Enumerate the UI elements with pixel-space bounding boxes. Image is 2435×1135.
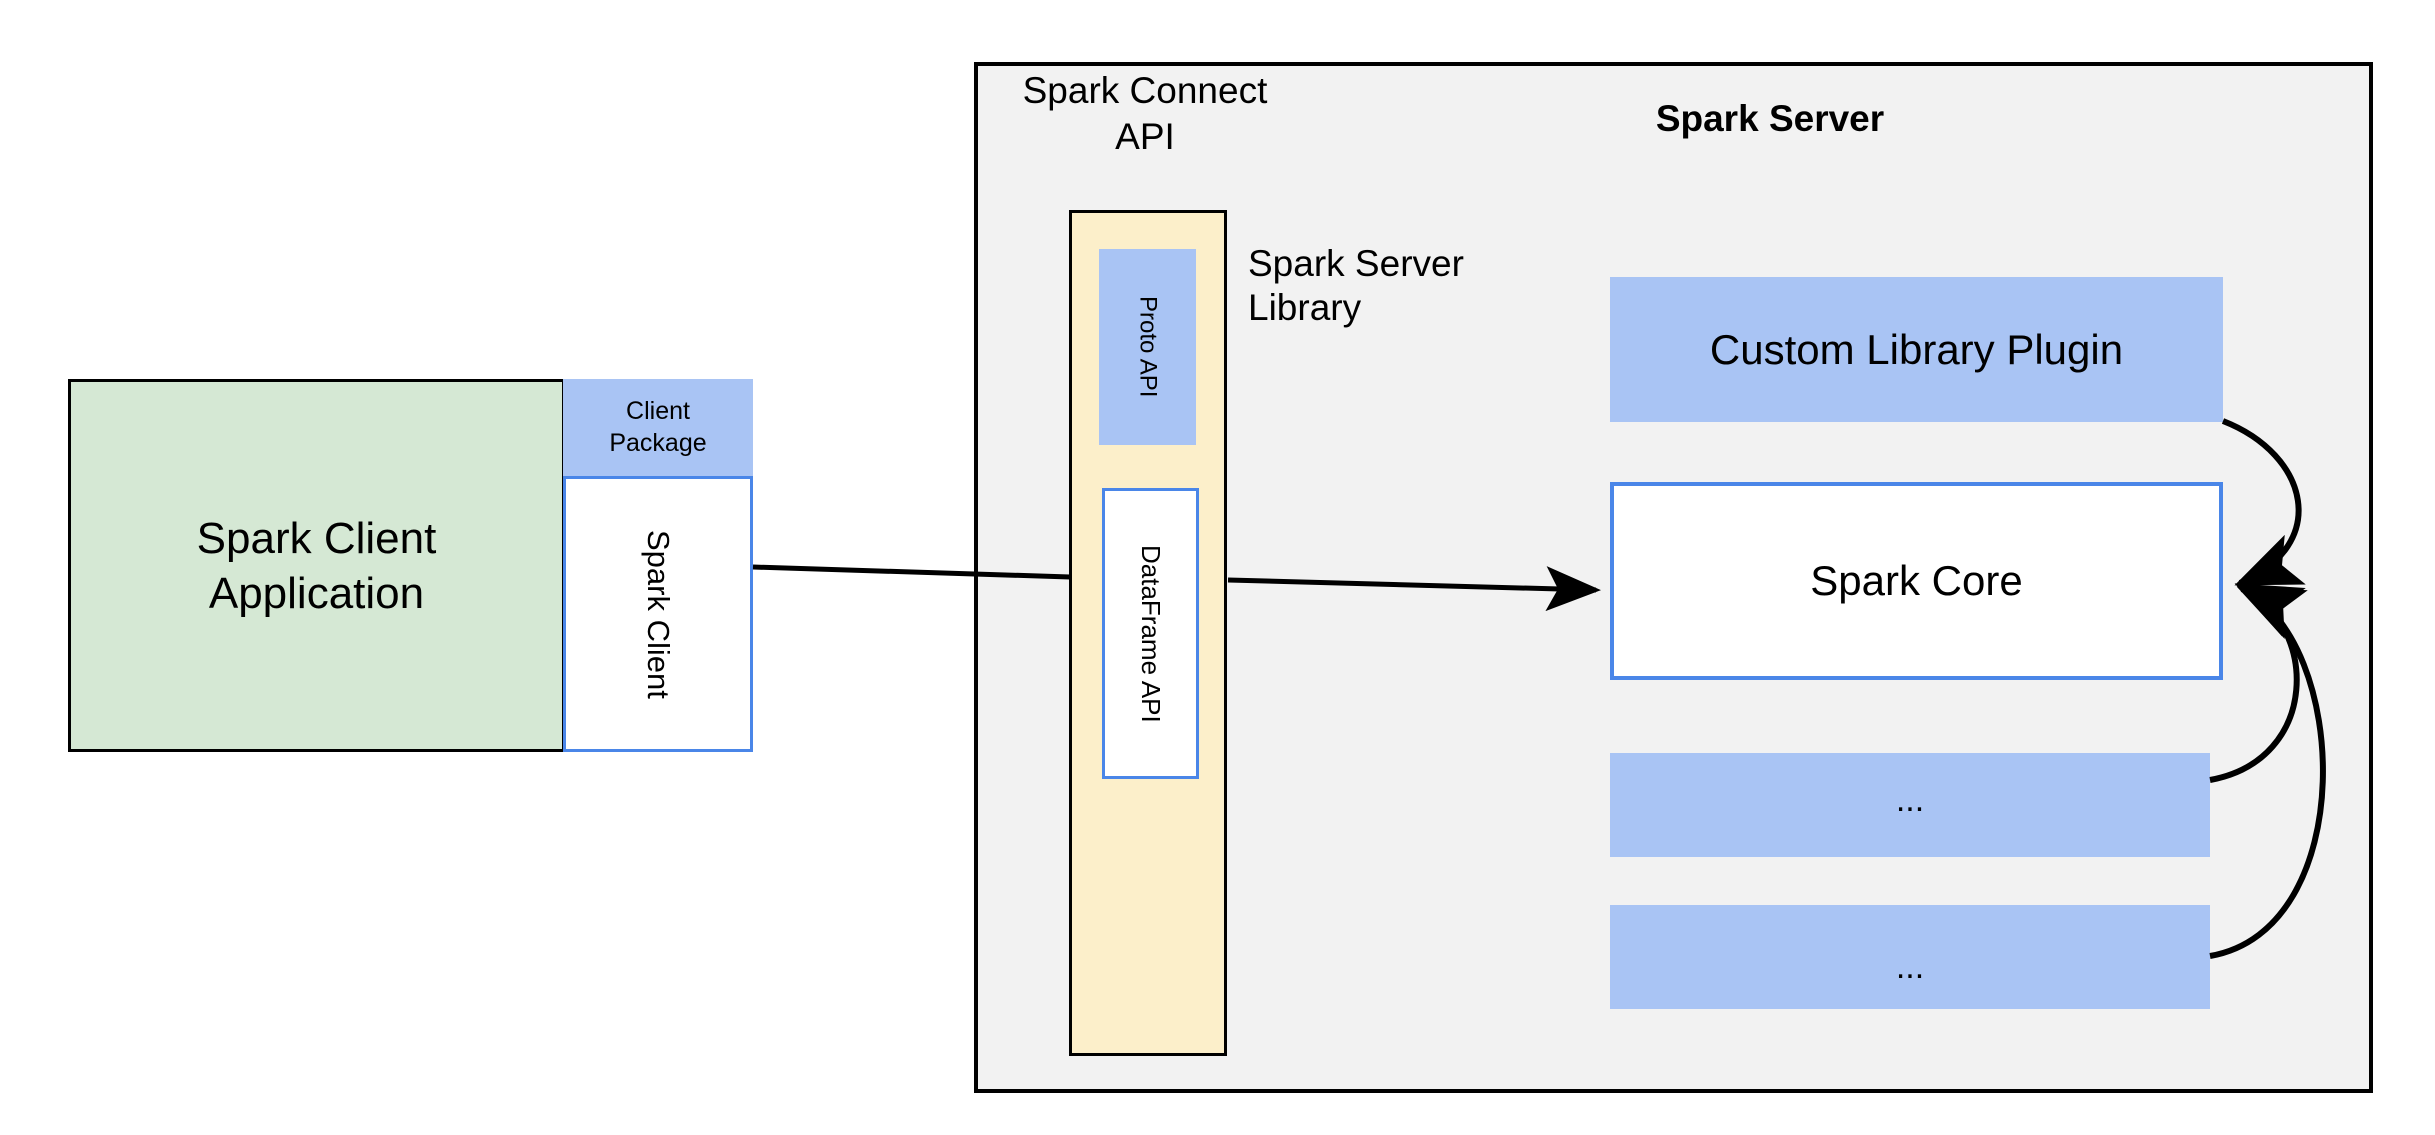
custom-library-plugin-label: Custom Library Plugin: [1709, 325, 2124, 373]
spark-client-application-box[interactable]: Spark Client Application: [68, 379, 565, 752]
spark-core-label: Spark Core: [1810, 557, 2023, 604]
server-component-placeholder-2-label: ...: [1895, 948, 1925, 986]
client-package-label: Client Package: [609, 396, 706, 459]
spark-client-application-label: Spark Client Application: [197, 511, 437, 621]
spark-core-box[interactable]: Spark Core: [1610, 482, 2223, 680]
proto-api-label: Proto API: [1134, 296, 1162, 398]
spark-client-box[interactable]: Spark Client: [563, 476, 753, 752]
spark-connect-api-label: Spark Connect API: [1000, 68, 1290, 161]
spark-server-library-label: Spark Server Library: [1248, 242, 1578, 331]
client-package-label-line2: Package: [609, 428, 707, 457]
spark-server-library-label-line2: Library: [1248, 287, 1362, 329]
spark-server-title: Spark Server: [1655, 98, 1885, 139]
client-package-box[interactable]: Client Package: [563, 379, 753, 476]
client-package-label-line1: Client: [626, 397, 690, 426]
proto-api-box[interactable]: Proto API: [1099, 249, 1196, 445]
custom-library-plugin-box[interactable]: Custom Library Plugin: [1610, 277, 2223, 422]
spark-client-application-label-line2: Application: [208, 568, 425, 618]
server-component-placeholder-1-label: ...: [1895, 781, 1925, 819]
spark-server-library-label-line1: Spark Server: [1248, 243, 1464, 284]
server-component-placeholder-2[interactable]: ...: [1610, 905, 2210, 1009]
dataframe-api-box[interactable]: DataFrame API: [1102, 488, 1199, 779]
spark-connect-api-label-line2: API: [1115, 116, 1175, 158]
spark-client-label: Spark Client: [641, 529, 676, 699]
server-component-placeholder-1[interactable]: ...: [1610, 753, 2210, 857]
dataframe-api-label: DataFrame API: [1136, 544, 1166, 723]
spark-connect-api-label-line1: Spark Connect: [1022, 70, 1268, 111]
spark-client-application-label-line1: Spark Client: [196, 513, 437, 563]
